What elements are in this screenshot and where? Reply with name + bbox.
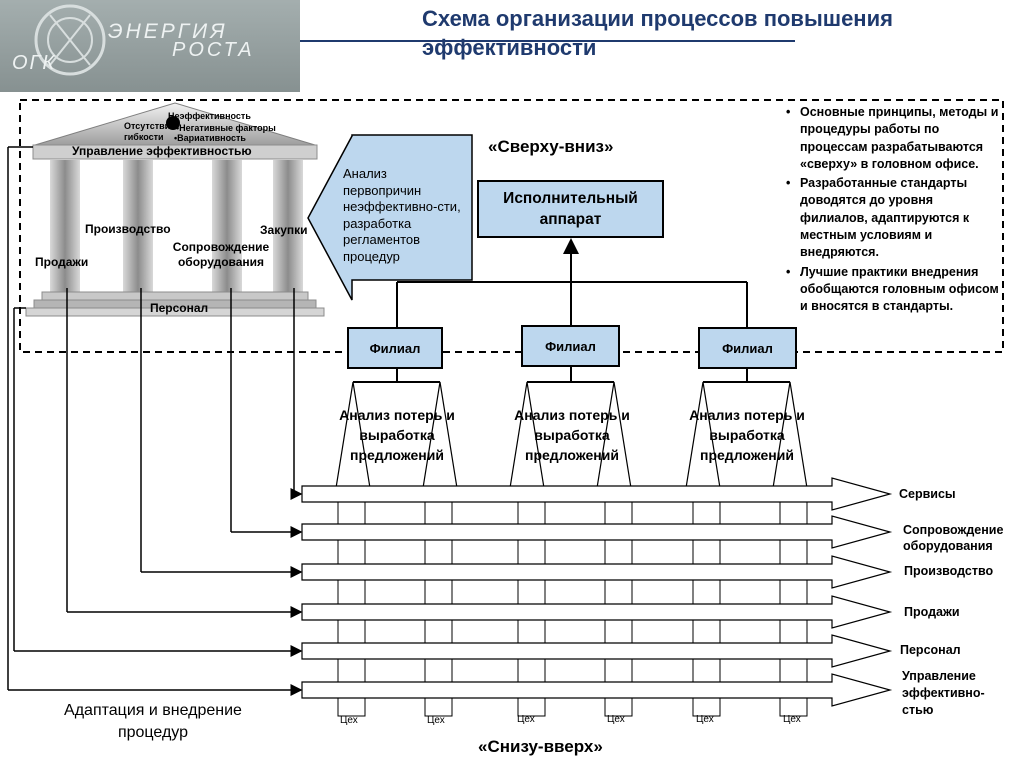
workshop-label: Цех	[340, 715, 358, 726]
adaptation-label: Адаптация и внедрение процедур	[64, 702, 242, 741]
top-down-label: «Сверху-вниз»	[488, 137, 614, 156]
process-label-services: Сервисы	[899, 487, 956, 501]
bottom-up-label: «Снизу-вверх»	[478, 737, 603, 756]
company-logo	[0, 0, 795, 92]
pillar-label-production: Производство	[85, 222, 171, 236]
roof-label-left: Отсутствие гибкости	[124, 121, 176, 142]
branch-box-2: Филиал	[521, 325, 620, 367]
principle-item: Разработанные стандарты доводятся до уро…	[782, 175, 1004, 261]
process-label-production: Производство	[904, 564, 994, 578]
process-label-sales: Продажи	[904, 605, 960, 619]
loss-analysis-text-1: Анализ потерь и выработка предложений	[339, 407, 455, 463]
temple-beam-label: Управление эффективностью	[72, 144, 252, 158]
process-label-personnel: Персонал	[900, 643, 961, 657]
loss-analysis-text-2: Анализ потерь и выработка предложений	[514, 407, 630, 463]
branch-box-3: Филиал	[698, 327, 797, 369]
principle-item: Лучшие практики внедрения обобщаются гол…	[782, 264, 1004, 316]
page-title: Схема организации процессов повышения эф…	[422, 6, 893, 60]
roof-label-right-1: •Негативные факторы	[176, 123, 276, 133]
process-arrow-shapes	[301, 477, 893, 707]
workshop-label: Цех	[607, 714, 625, 725]
logo-text-2: РОСТА	[172, 39, 255, 61]
temple-dot-icon	[166, 116, 180, 130]
roof-label-right-2: •Вариативность	[174, 133, 246, 143]
loss-analysis-text-3: Анализ потерь и выработка предложений	[689, 407, 805, 463]
logo-brand: ОГК	[12, 52, 57, 74]
process-label-management: Управление эффективно-стью	[902, 669, 985, 717]
roof-label-top: Неэффективность	[168, 111, 251, 121]
note-arrow-shape	[307, 134, 473, 301]
temple-base-label: Персонал	[150, 301, 209, 315]
principle-item: Основные принципы, методы и процедуры ра…	[782, 104, 1004, 173]
branch-box-1: Филиал	[347, 327, 443, 369]
temple-illustration	[25, 102, 325, 317]
principles-list: Основные принципы, методы и процедуры ра…	[782, 104, 1004, 318]
workshop-label: Цех	[517, 714, 535, 725]
arrow-note-text: Анализ первопричин неэффективно-сти, раз…	[343, 166, 461, 264]
executive-box: Исполнительный аппарат	[477, 180, 664, 238]
pillar-label-purchases: Закупки	[260, 223, 308, 237]
workshop-label: Цех	[696, 714, 714, 725]
workshop-label: Цех	[427, 715, 445, 726]
logo-text-1: ЭНЕРГИЯ	[108, 20, 228, 43]
workshop-label: Цех	[783, 714, 801, 725]
pillar-label-sales: Продажи	[35, 255, 89, 269]
process-label-equipment: Сопровождение оборудования	[903, 523, 1004, 553]
pillar-label-equipment: Сопровождение оборудования	[172, 240, 270, 269]
